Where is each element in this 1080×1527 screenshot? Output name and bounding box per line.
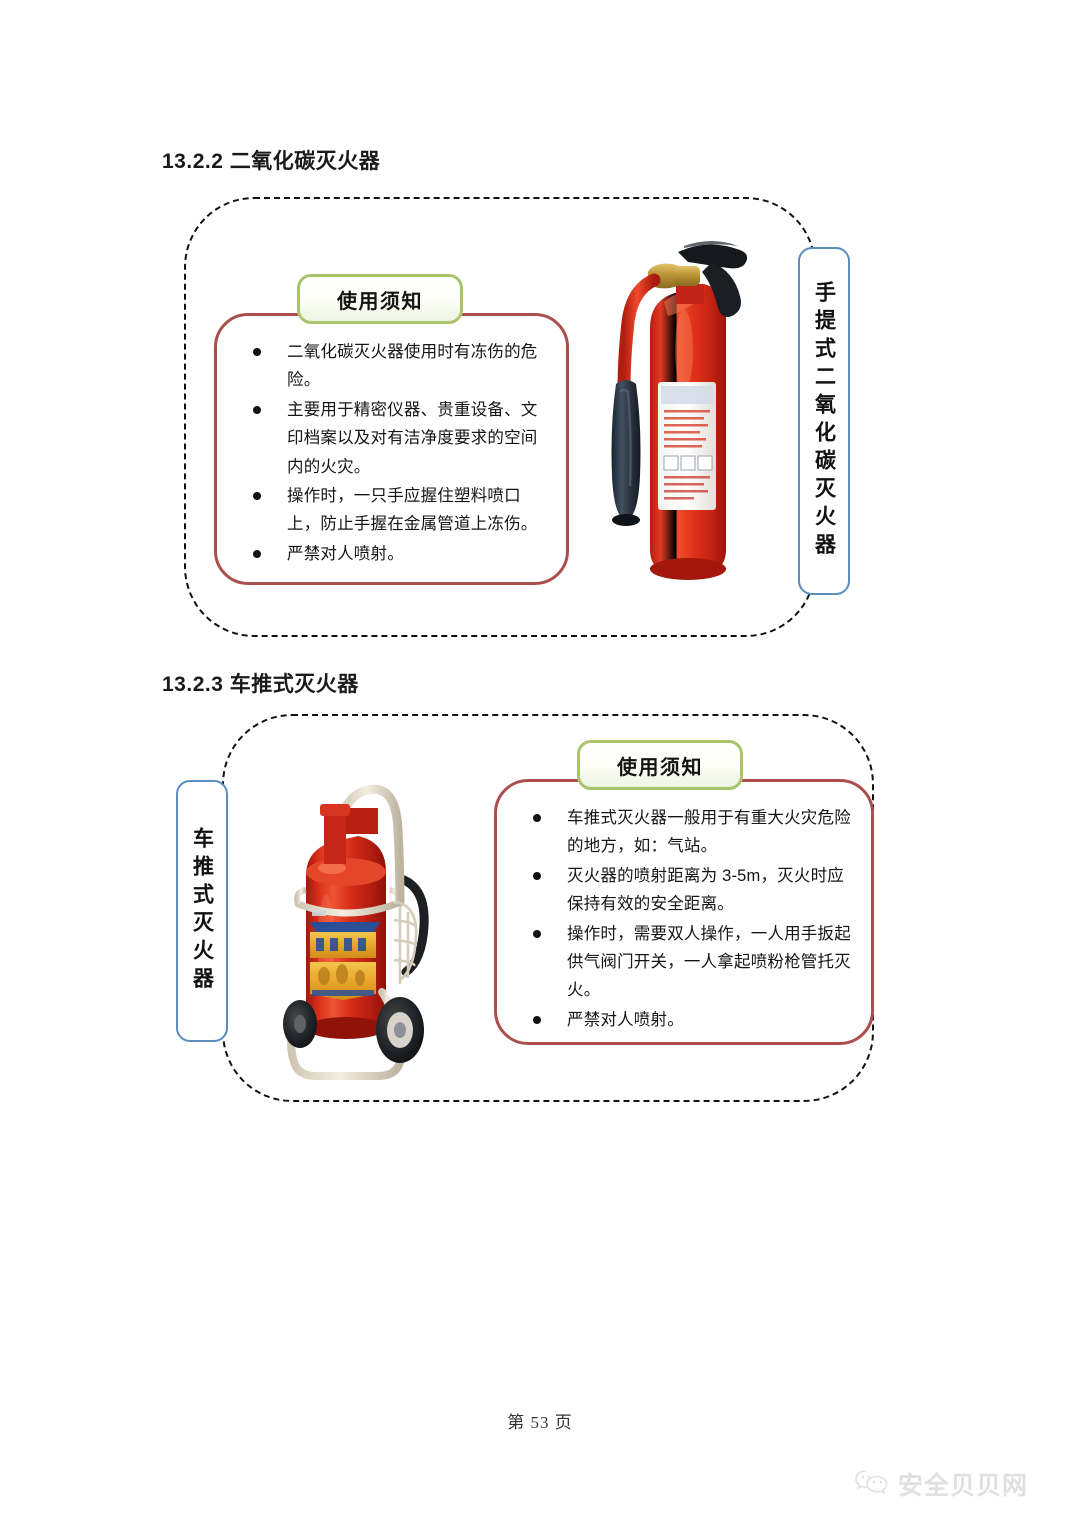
list-item: 灭火器的喷射距离为 3-5m，灭火时应保持有效的安全距离。: [521, 862, 851, 919]
notice-tab-label: 使用须知: [337, 290, 423, 313]
co2-fire-extinguisher-image: [592, 232, 792, 604]
notice-list-co2: 二氧化碳灭火器使用时有冻伤的危险。 主要用于精密仪器、贵重设备、文印档案以及对有…: [217, 316, 566, 568]
side-label-text: 车推式灭火器: [190, 827, 214, 995]
notice-tab-label: 使用须知: [617, 756, 703, 779]
list-item: 严禁对人喷射。: [521, 1006, 851, 1034]
watermark: 安全贝贝网: [855, 1466, 1028, 1502]
list-item: 严禁对人喷射。: [241, 540, 546, 568]
side-label-text: 手提式二氧化碳灭火器: [812, 281, 836, 561]
wechat-bubbles-icon: [855, 1468, 889, 1501]
notice-tab-cart: 使用须知: [577, 740, 743, 790]
side-label-co2: 手提式二氧化碳灭火器: [798, 247, 850, 595]
page-number-footer: 第 53 页: [507, 1413, 573, 1432]
watermark-text: 安全贝贝网: [898, 1472, 1029, 1500]
side-label-cart: 车推式灭火器: [176, 780, 228, 1042]
notice-tab-co2: 使用须知: [297, 274, 463, 324]
notice-list-cart: 车推式灭火器一般用于有重大火灾危险的地方，如：气站。 灭火器的喷射距离为 3-5…: [497, 782, 871, 1034]
wheeled-cart-fire-extinguisher-image: [254, 752, 460, 1092]
section-heading-co2: 13.2.2 二氧化碳灭火器: [162, 150, 381, 173]
list-item: 操作时，需要双人操作，一人用手扳起供气阀门开关，一人拿起喷粉枪管托灭火。: [521, 920, 851, 1005]
list-item: 操作时，一只手应握住塑料喷口上，防止手握在金属管道上冻伤。: [241, 482, 546, 539]
section-heading-cart: 13.2.3 车推式灭火器: [162, 673, 359, 696]
list-item: 车推式灭火器一般用于有重大火灾危险的地方，如：气站。: [521, 804, 851, 861]
list-item: 主要用于精密仪器、贵重设备、文印档案以及对有洁净度要求的空间内的火灾。: [241, 396, 546, 481]
list-item: 二氧化碳灭火器使用时有冻伤的危险。: [241, 338, 546, 395]
notice-box-cart: 车推式灭火器一般用于有重大火灾危险的地方，如：气站。 灭火器的喷射距离为 3-5…: [494, 779, 874, 1045]
notice-box-co2: 二氧化碳灭火器使用时有冻伤的危险。 主要用于精密仪器、贵重设备、文印档案以及对有…: [214, 313, 569, 585]
